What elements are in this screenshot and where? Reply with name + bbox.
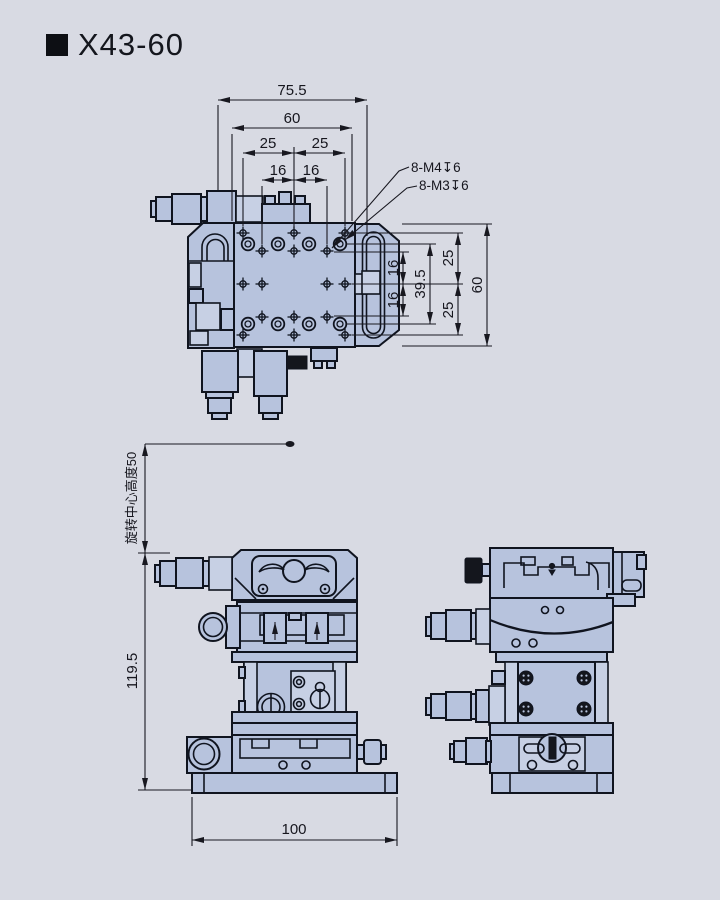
dim-right-height: 60 xyxy=(469,277,486,294)
dim-inner-span-right: 16 xyxy=(303,162,320,179)
dim-overall-height: 119.5 xyxy=(124,653,141,689)
micrometer-side-mid xyxy=(425,608,491,645)
dim-base-width: 100 xyxy=(281,821,306,838)
front-base-plate xyxy=(191,772,398,794)
title-bullet-icon xyxy=(46,34,68,56)
side-z-stage xyxy=(491,651,609,724)
micrometer-side-lower xyxy=(425,685,506,726)
page-header: X43-60 xyxy=(46,27,184,63)
top-view-dimensions: 75.5 60 25 25 16 16 8-M4↧6 8-M3↧6 16 16 … xyxy=(217,82,492,347)
knurled-knob xyxy=(363,739,382,765)
rotation-center-marker xyxy=(285,441,295,447)
top-view-left-body xyxy=(187,222,235,349)
dim-right-slot: 39.5 xyxy=(412,269,429,298)
dim-rotation-center-height: 旋转中心高度50 xyxy=(124,452,139,544)
top-clamp-blocks xyxy=(261,191,311,225)
micrometer-top-left xyxy=(150,190,264,228)
socket-screw xyxy=(518,701,534,717)
dim-right-outer-bottom: 25 xyxy=(440,302,457,319)
page-title: X43-60 xyxy=(78,27,184,62)
side-rotation-stage xyxy=(449,722,614,774)
front-mid-body xyxy=(231,651,358,724)
lock-knob xyxy=(286,355,308,370)
dim-right-inner-top: 16 xyxy=(385,260,402,277)
dim-platform-width: 60 xyxy=(284,110,301,127)
front-lower-stage xyxy=(186,722,387,774)
dim-hole-span-left: 25 xyxy=(260,135,277,152)
socket-screw xyxy=(576,670,592,686)
socket-screw xyxy=(518,670,534,686)
front-view xyxy=(154,549,398,794)
side-slot-extension xyxy=(354,223,400,347)
thread-label-m4: 8-M4↧6 xyxy=(411,160,461,175)
socket-screw xyxy=(576,701,592,717)
side-view xyxy=(425,547,647,794)
dim-right-outer-top: 25 xyxy=(440,250,457,267)
cam-lock xyxy=(309,688,331,710)
front-clamp-stage xyxy=(198,601,358,653)
micrometers-bottom xyxy=(201,347,338,420)
thread-label-m3: 8-M3↧6 xyxy=(419,178,469,193)
dim-overall-width: 75.5 xyxy=(277,82,306,99)
front-top-stage xyxy=(231,549,358,601)
side-base-plate xyxy=(491,772,614,794)
dim-inner-span-left: 16 xyxy=(270,162,287,179)
micrometer-front-top xyxy=(154,556,233,591)
lower-dimensions: 旋转中心高度50 119.5 100 xyxy=(124,441,398,846)
dim-right-inner-bottom: 16 xyxy=(385,292,402,309)
side-goniometer-stage xyxy=(489,597,614,653)
lock-knob xyxy=(464,557,483,584)
dim-hole-span-right: 25 xyxy=(312,135,329,152)
